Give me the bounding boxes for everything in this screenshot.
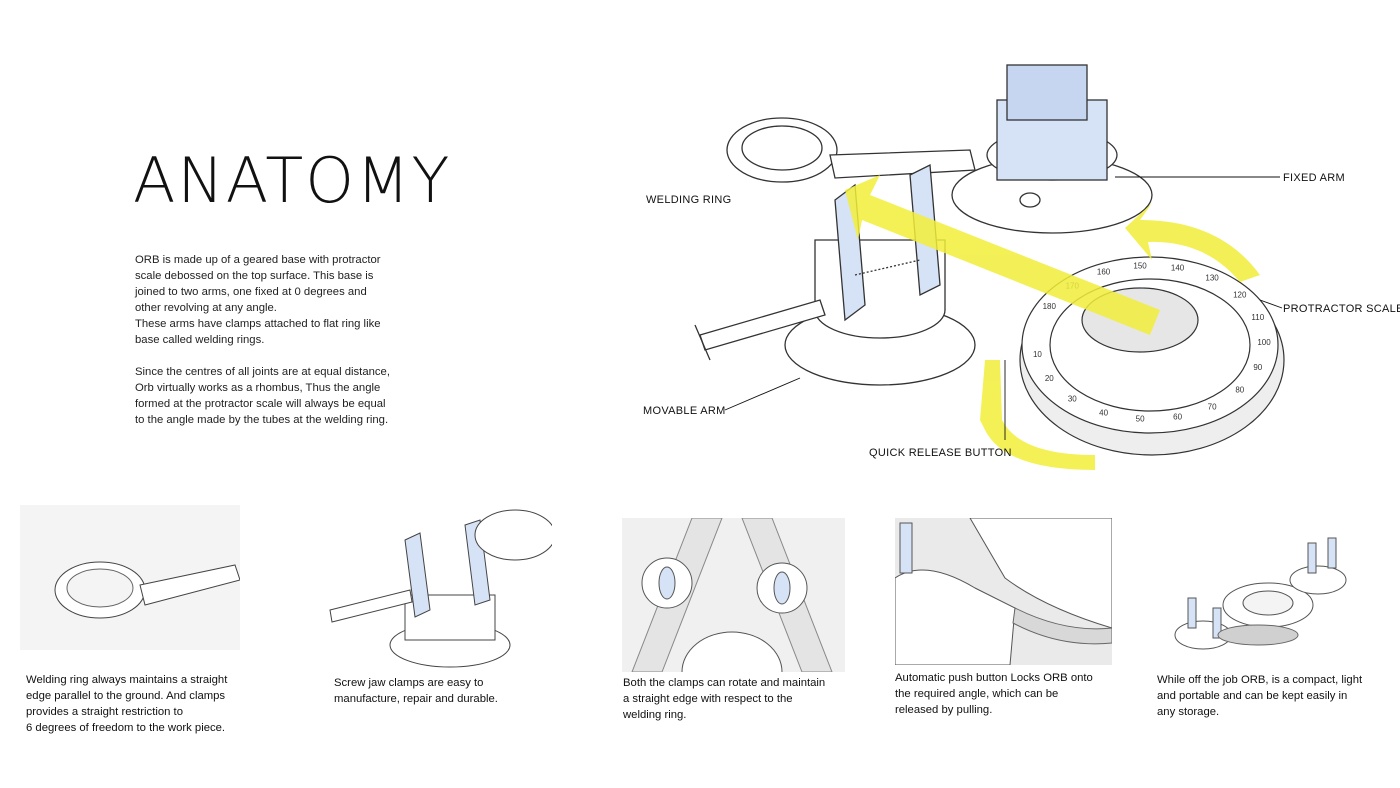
welding-ring-illustration (726, 117, 976, 183)
callout-fixed-arm: FIXED ARM (1283, 172, 1345, 184)
callout-protractor-scale: PROTRACTOR SCALE (1283, 303, 1400, 315)
protractor-tick-label: 10 (1033, 350, 1042, 359)
caption-welding-ring: Welding ring always maintains a straight… (26, 674, 228, 734)
protractor-tick-label: 20 (1045, 374, 1054, 383)
page-title: ANATOMY (133, 144, 452, 217)
arrow-quick-release (980, 360, 1095, 470)
protractor-tick-label: 40 (1099, 408, 1108, 417)
movable-arm-illustration (694, 163, 976, 386)
detail-panel-push-button (895, 518, 1112, 665)
protractor-tick-label: 130 (1205, 273, 1219, 282)
detail-panel-screw-clamp (320, 505, 552, 670)
arrow-fixed (1125, 203, 1260, 282)
caption-compact: While off the job ORB, is a compact, lig… (1157, 674, 1363, 718)
protractor-tick-label: 30 (1068, 394, 1077, 403)
anatomy-illustration: 10 20 30 40 50 60 70 80 90 100 110 120 130 140 150 160 1… (640, 60, 1400, 480)
protractor-tick-label: 160 (1097, 268, 1111, 277)
intro-paragraph-2: Since the centres of all joints are at e… (135, 366, 390, 426)
detail-panel-welding-ring (20, 505, 240, 650)
protractor-tick-label: 80 (1235, 385, 1244, 394)
callout-movable-arm: MOVABLE ARM (643, 405, 726, 417)
intro-paragraph-1: ORB is made up of a geared base with pro… (135, 254, 381, 346)
motion-arrows (845, 175, 1260, 470)
detail-panel-rotating-clamps (622, 518, 845, 672)
protractor-tick-label: 60 (1173, 413, 1182, 422)
intro-text: ORB is made up of a geared base with pro… (135, 252, 410, 428)
arrow-diagonal (845, 175, 1160, 335)
caption-push-button: Automatic push button Locks ORB onto the… (895, 672, 1093, 716)
fixed-arm-illustration (951, 64, 1153, 234)
callout-lines (724, 176, 1283, 440)
protractor-tick-label: 50 (1136, 415, 1145, 424)
protractor-tick-label: 150 (1133, 261, 1147, 270)
protractor-tick-label: 90 (1253, 363, 1262, 372)
protractor-tick-label: 70 (1208, 403, 1217, 412)
protractor-tick-label: 180 (1043, 302, 1057, 311)
protractor-tick-label: 120 (1233, 291, 1247, 300)
callout-welding-ring: WELDING RING (646, 194, 732, 206)
detail-panel-compact (1158, 520, 1380, 668)
protractor-tick-label: 100 (1257, 338, 1271, 347)
caption-rotating-clamps: Both the clamps can rotate and maintain … (623, 677, 826, 721)
callout-quick-release: QUICK RELEASE BUTTON (869, 447, 1012, 459)
protractor-tick-label: 110 (1251, 313, 1264, 322)
caption-screw-clamp: Screw jaw clamps are easy to manufacture… (334, 677, 498, 705)
protractor-tick-label: 140 (1171, 263, 1185, 272)
